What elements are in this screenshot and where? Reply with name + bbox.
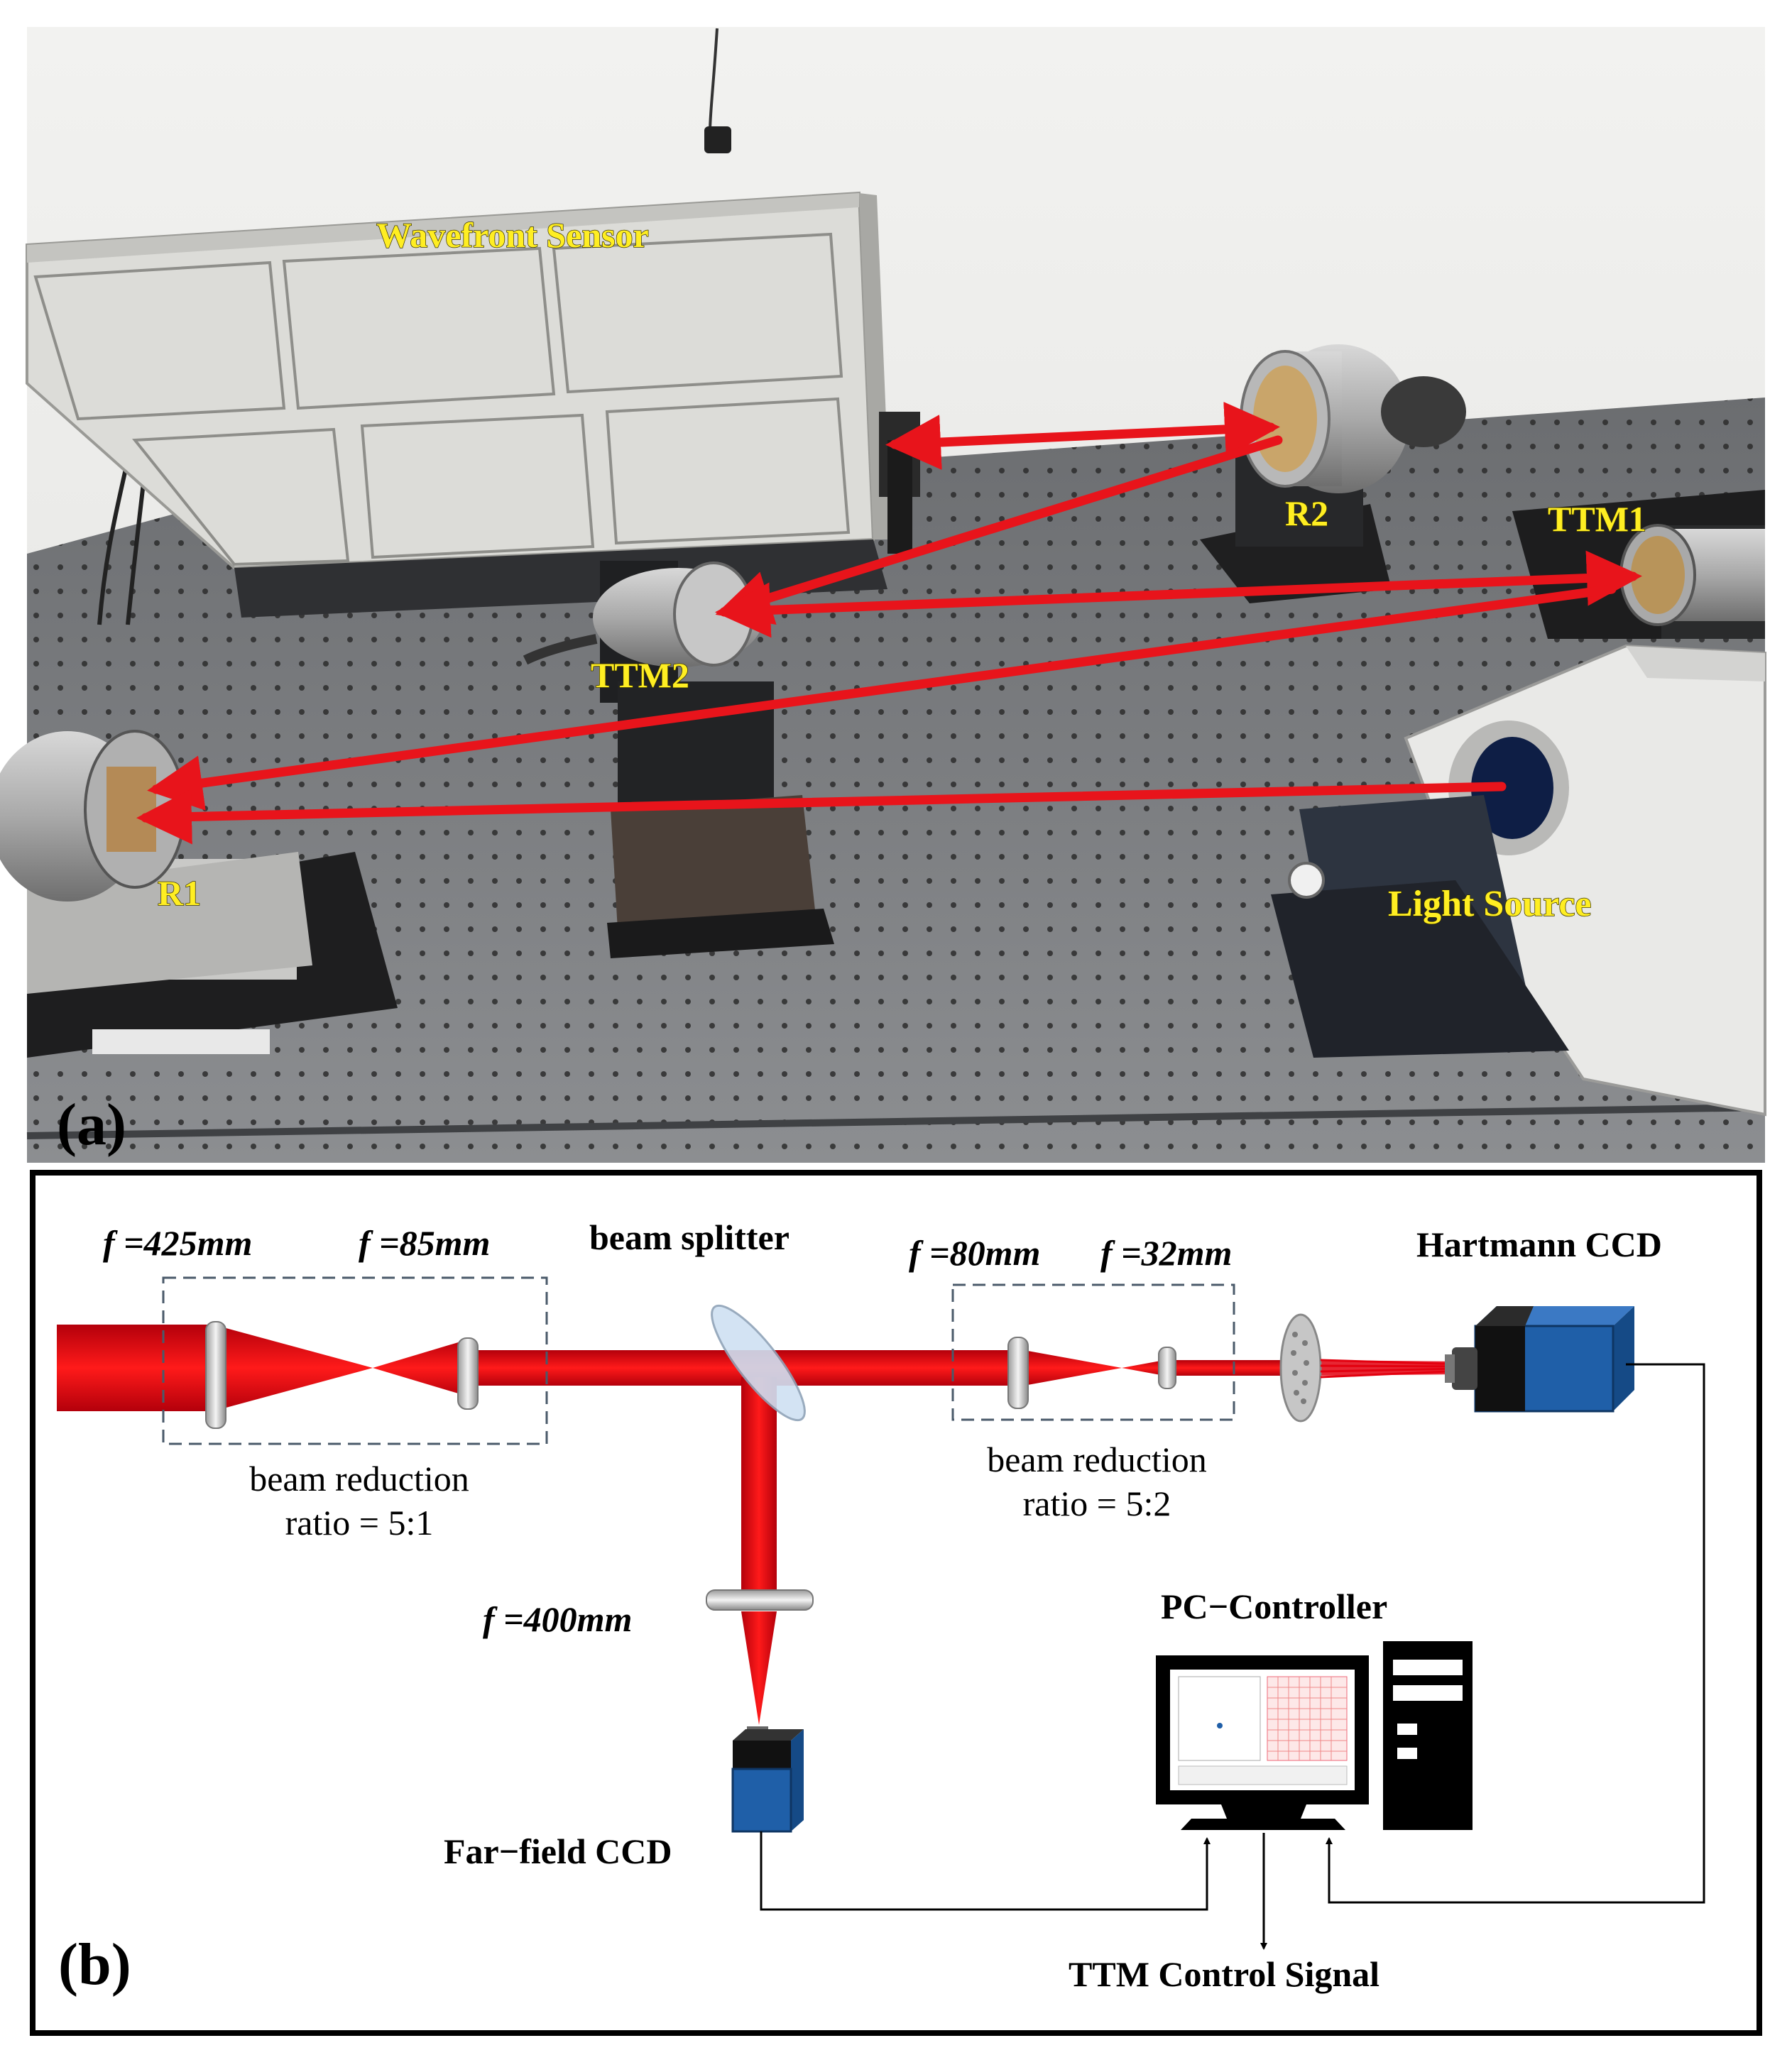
panel-b: f =425mm f =85mm beam splitter f =80mm f… bbox=[30, 1170, 1762, 2036]
reduction2-line2: ratio = 5:2 bbox=[1023, 1484, 1171, 1523]
reduction-box-1 bbox=[162, 1276, 548, 1445]
vertical-beam bbox=[741, 1377, 777, 1590]
beam-ttm2-ttm1 bbox=[715, 550, 1642, 638]
hartmann-ccd-device bbox=[1445, 1306, 1634, 1413]
lens-80mm bbox=[1007, 1337, 1029, 1409]
panel-a: Wavefront Sensor R2 TTM1 TTM2 R1 Light S… bbox=[0, 27, 1766, 1163]
panel-a-tag: (a) bbox=[57, 1092, 126, 1158]
lens-32mm bbox=[1158, 1347, 1176, 1389]
reduction1-line2: ratio = 5:1 bbox=[285, 1503, 434, 1543]
far-field-ccd-device bbox=[731, 1726, 804, 1833]
lens-85mm bbox=[457, 1337, 479, 1410]
input-beam bbox=[57, 1325, 213, 1411]
microlens-array bbox=[1279, 1313, 1322, 1423]
reduction1-line1: beam reduction bbox=[249, 1459, 469, 1499]
hartmann-to-pc-line bbox=[1326, 1363, 1705, 1904]
label-light-source: Light Source bbox=[1388, 884, 1592, 924]
lens2-label: f =85mm bbox=[359, 1223, 490, 1263]
label-r1: R1 bbox=[158, 873, 201, 913]
ttm-control-signal-label: TTM Control Signal bbox=[1069, 1954, 1379, 1994]
beam-splitter-label: beam splitter bbox=[589, 1217, 790, 1257]
beam-sensor-r2 bbox=[885, 401, 1280, 471]
cable-clip bbox=[704, 126, 731, 153]
far-field-ccd-label: Far−field CCD bbox=[444, 1831, 672, 1871]
lens4-label: f =32mm bbox=[1100, 1233, 1232, 1273]
pc-controller-label: PC−Controller bbox=[1161, 1587, 1387, 1626]
lens-425mm bbox=[205, 1321, 226, 1429]
label-r2: R2 bbox=[1285, 493, 1328, 533]
beam-paths bbox=[136, 401, 1642, 845]
ttm1-device bbox=[1512, 490, 1765, 639]
r1-device bbox=[0, 730, 398, 1058]
label-wavefront-sensor: Wavefront Sensor bbox=[376, 215, 649, 255]
beam-ttm1-r1 bbox=[147, 584, 1617, 811]
panel-b-frame bbox=[30, 1170, 1762, 2036]
label-ttm2: TTM2 bbox=[591, 655, 689, 695]
label-ttm1: TTM1 bbox=[1548, 499, 1646, 539]
lens1-label: f =425mm bbox=[103, 1223, 252, 1263]
lens-400mm bbox=[706, 1589, 814, 1611]
pc-controller-device bbox=[1156, 1641, 1473, 1830]
hartmann-ccd-label: Hartmann CCD bbox=[1416, 1225, 1662, 1264]
beam-source-r1 bbox=[136, 782, 1507, 845]
light-source-device bbox=[1271, 644, 1766, 1117]
lens3-label: f =80mm bbox=[909, 1233, 1040, 1273]
farfield-to-pc-line bbox=[760, 1831, 1211, 1911]
reduction-box-2 bbox=[951, 1283, 1235, 1421]
reduction2-line1: beam reduction bbox=[987, 1440, 1207, 1479]
control-lines bbox=[760, 1363, 1705, 1950]
lens5-label: f =400mm bbox=[483, 1599, 632, 1639]
beam-splitter-plate bbox=[711, 1304, 806, 1422]
panel-b-tag: (b) bbox=[58, 1932, 131, 1998]
